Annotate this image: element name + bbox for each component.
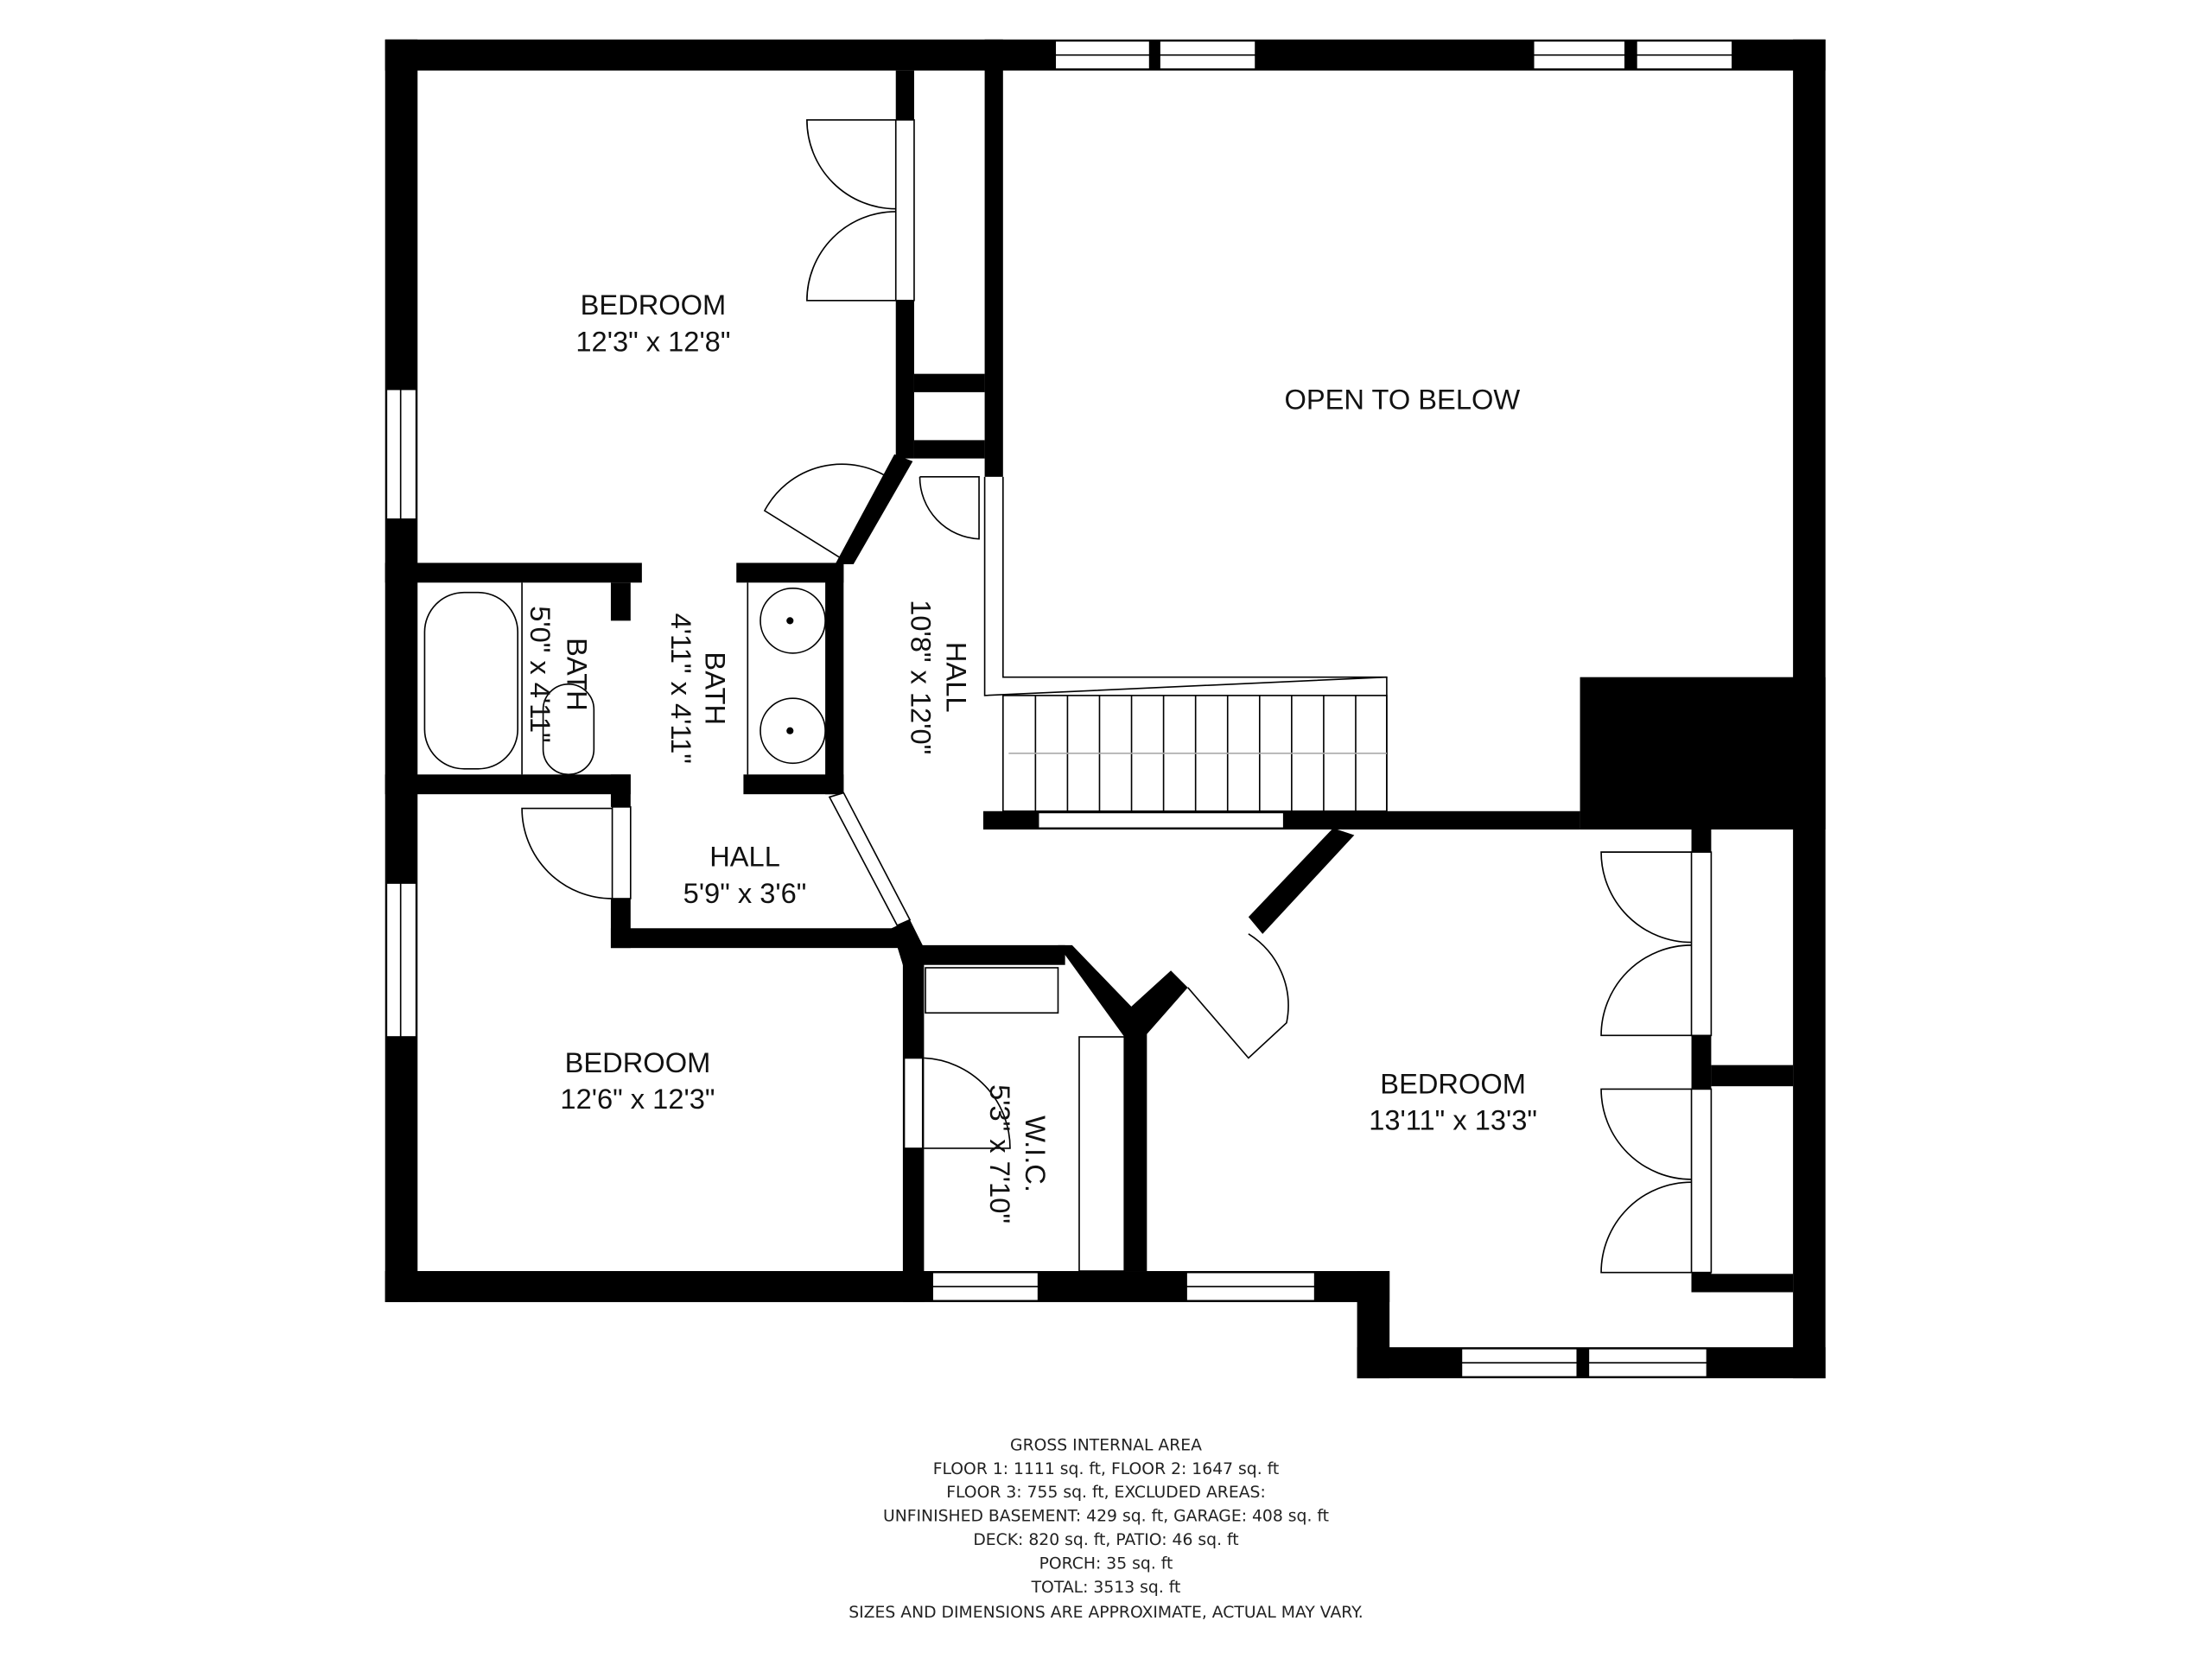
bathtub: [423, 591, 518, 770]
svg-text:W.I.C.: W.I.C.: [1020, 1116, 1052, 1192]
sink: [760, 697, 826, 765]
area-summary-line: FLOOR 3: 755 sq. ft, EXCLUDED AREAS:: [946, 1484, 1266, 1502]
svg-text:12'3" x 12'8": 12'3" x 12'8": [575, 326, 730, 358]
staircase: [983, 476, 1388, 812]
area-summary-line: TOTAL: 3513 sq. ft: [1031, 1579, 1181, 1597]
svg-text:4'11" x 4'11": 4'11" x 4'11": [665, 613, 697, 764]
svg-text:12'6" x 12'3": 12'6" x 12'3": [560, 1083, 715, 1115]
svg-text:5'9" x 3'6": 5'9" x 3'6": [683, 877, 807, 909]
svg-text:5'3" x 7'10": 5'3" x 7'10": [984, 1084, 1016, 1224]
area-summary: GROSS INTERNAL AREA FLOOR 1: 1111 sq. ft,…: [849, 1436, 1363, 1622]
area-summary-line: UNFINISHED BASEMENT: 429 sq. ft, GARAGE:…: [883, 1508, 1329, 1526]
room-label-bedroom-nw: BEDROOM 12'3" x 12'8": [575, 289, 730, 357]
svg-text:HALL: HALL: [709, 840, 780, 872]
svg-text:BATH: BATH: [699, 652, 731, 725]
room-label-open-to-below: OPEN TO BELOW: [1285, 383, 1521, 415]
area-summary-line: FLOOR 1: 1111 sq. ft, FLOOR 2: 1647 sq. …: [933, 1460, 1280, 1478]
svg-text:HALL: HALL: [941, 642, 973, 713]
fixtures: [423, 582, 1126, 1272]
area-summary-line: PORCH: 35 sq. ft: [1039, 1555, 1173, 1573]
toilet: [542, 683, 595, 776]
doors: [521, 118, 1713, 1274]
svg-text:5'0" x 4'11": 5'0" x 4'11": [524, 606, 556, 742]
area-summary-line: DECK: 820 sq. ft, PATIO: 46 sq. ft: [973, 1531, 1238, 1549]
room-label-hall-main: HALL 10'8" x 12'0": [906, 600, 973, 754]
sink: [760, 588, 826, 654]
room-label-bath-left: BATH 5'0" x 4'11": [524, 606, 593, 742]
interior-walls: [385, 39, 1826, 1302]
svg-text:10'8" x 12'0": 10'8" x 12'0": [906, 600, 938, 754]
room-label-wic: W.I.C. 5'3" x 7'10": [984, 1084, 1052, 1224]
area-summary-line: GROSS INTERNAL AREA: [1010, 1436, 1202, 1454]
windows: [385, 40, 1733, 1378]
area-summary-line: SIZES AND DIMENSIONS ARE APPROXIMATE, AC…: [849, 1604, 1363, 1622]
room-label-hall-small: HALL 5'9" x 3'6": [683, 840, 807, 908]
room-label-bedroom-sw: BEDROOM 12'6" x 12'3": [560, 1046, 715, 1115]
svg-text:BEDROOM: BEDROOM: [565, 1046, 711, 1078]
room-label-bath-center: BATH 4'11" x 4'11": [665, 613, 731, 764]
svg-text:BEDROOM: BEDROOM: [1380, 1067, 1526, 1099]
svg-text:BEDROOM: BEDROOM: [581, 289, 727, 321]
svg-text:BATH: BATH: [561, 638, 593, 711]
svg-text:13'11" x 13'3": 13'11" x 13'3": [1369, 1104, 1537, 1136]
room-label-bedroom-se: BEDROOM 13'11" x 13'3": [1369, 1067, 1537, 1135]
